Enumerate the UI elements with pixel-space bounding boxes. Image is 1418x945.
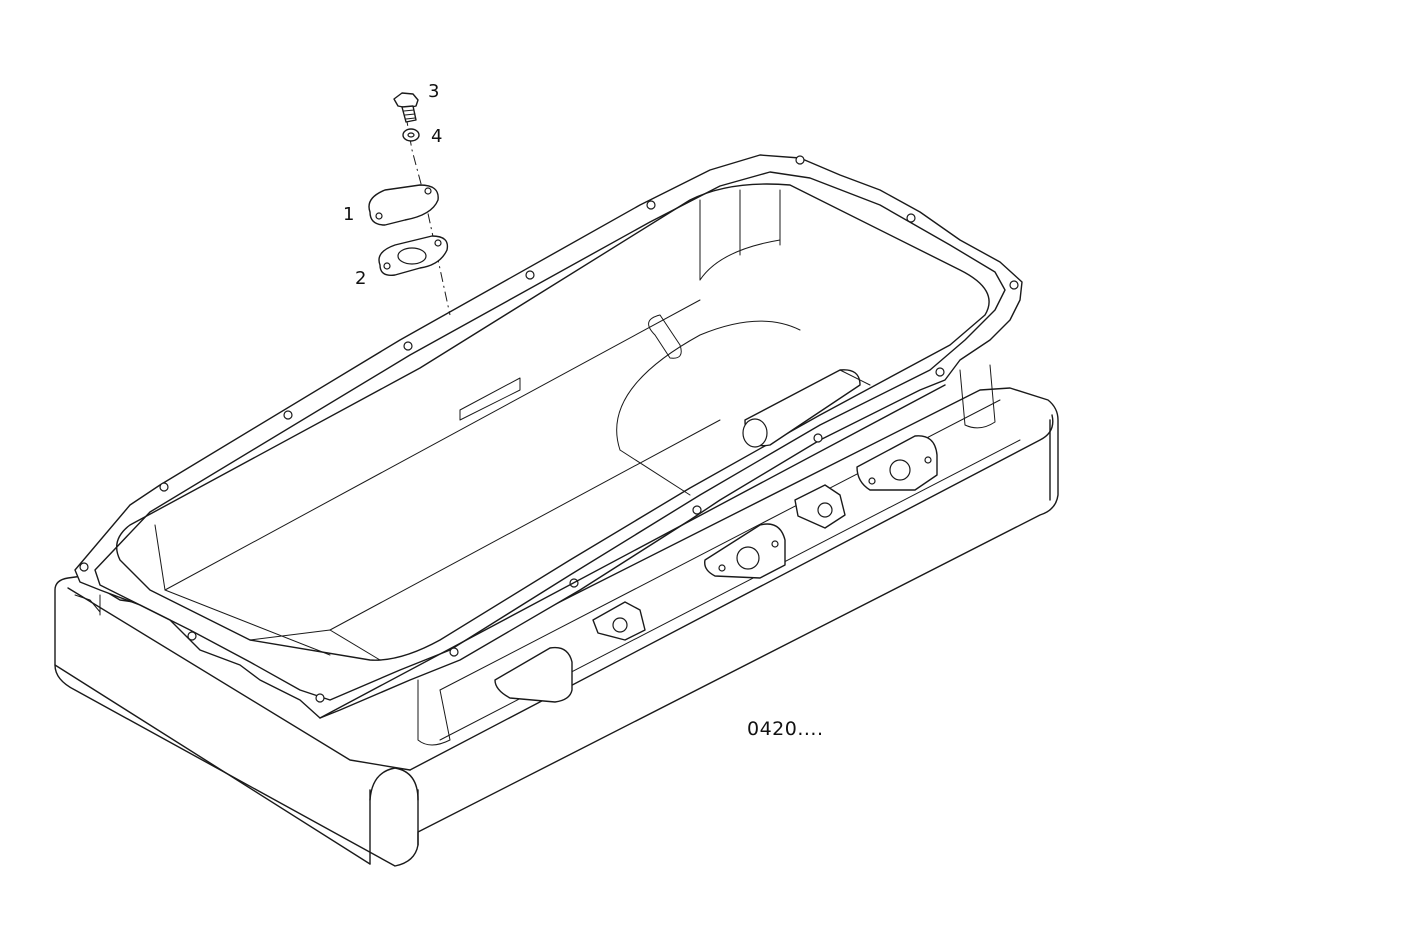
flange-bolt-holes [79, 155, 1019, 703]
callout-2: 2 [355, 268, 367, 289]
callout-1: 1 [343, 204, 355, 225]
callout-4: 4 [431, 126, 443, 147]
callout-3: 3 [428, 81, 440, 102]
washer-part-4 [402, 128, 420, 142]
exploded-parts [368, 92, 451, 316]
oil-pan-tub [74, 154, 1023, 719]
cover-plate-part-1 [368, 184, 439, 226]
drawing-reference-code: 0420.... [747, 718, 824, 740]
side-mounting-pads [417, 364, 996, 746]
gasket-part-2 [378, 235, 449, 276]
bolt-part-3 [393, 92, 419, 123]
